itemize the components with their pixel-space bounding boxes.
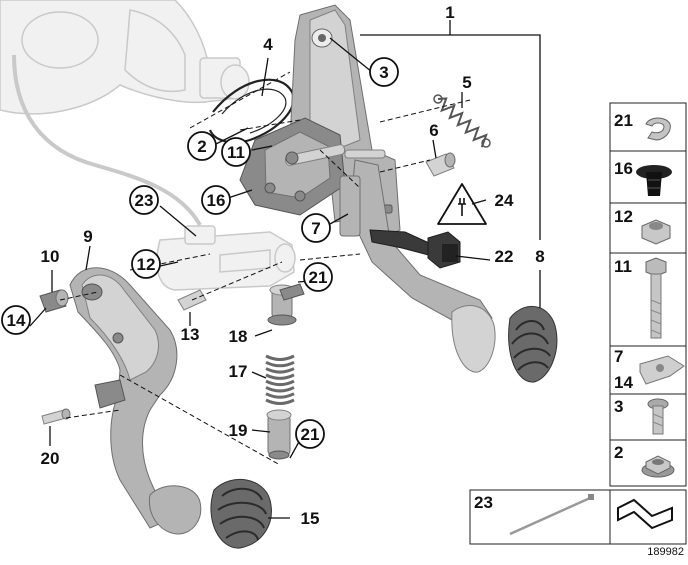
clutch-pedal [69, 267, 178, 529]
callout-circle-21 [303, 262, 333, 292]
flange-bolt-icon [647, 398, 669, 435]
callout-22: 22 [495, 247, 514, 266]
legend-label-2: 2 [614, 443, 623, 462]
callout-23: 23 [135, 191, 154, 210]
callout-16: 16 [207, 191, 226, 210]
legend-labels: 21 16 12 11 7 14 3 2 [614, 111, 633, 462]
cable-tie-callout: 23 [474, 493, 493, 512]
callout-20: 20 [41, 449, 60, 468]
callout-circle-2 [187, 131, 217, 161]
brake-booster-ghost [0, 0, 250, 226]
brake-pedal-pad [508, 306, 558, 383]
callout-17: 17 [229, 362, 248, 381]
callout-9: 9 [83, 227, 92, 246]
spring-nut-icon [639, 355, 685, 385]
callout-11: 11 [227, 143, 245, 162]
bushing [425, 152, 456, 177]
callout-7: 7 [311, 219, 320, 238]
legend-label-21: 21 [614, 111, 633, 130]
brake-light-switch [427, 231, 461, 269]
callout-circle-11 [221, 137, 251, 167]
callout-circle-21 [295, 419, 325, 449]
callout-circle-7 [301, 213, 331, 243]
callout-circle-12 [131, 249, 161, 279]
return-spring [433, 94, 491, 148]
legend-label-7: 7 [614, 347, 623, 366]
clip-icon [645, 117, 671, 141]
callout-10: 10 [41, 247, 60, 266]
pedal-pin [41, 408, 71, 425]
legend-label-11: 11 [614, 257, 632, 276]
callout-circle-3 [369, 57, 399, 87]
clutch-pedal-lower-pad [148, 485, 202, 535]
callout-14: 14 [7, 311, 26, 330]
legend-label-16: 16 [614, 159, 633, 178]
legend-label-14: 14 [614, 373, 633, 392]
clutch-master-cylinder [156, 225, 296, 291]
flange-nut-icon [641, 455, 675, 478]
expanding-rivet-icon [636, 165, 672, 196]
callout-21: 21 [301, 425, 320, 444]
clutch-pedal-pad [210, 479, 272, 549]
callout-8: 8 [535, 247, 544, 266]
hex-bolt-icon [645, 257, 667, 339]
callout-19: 19 [229, 421, 248, 440]
assist-spring [265, 354, 295, 405]
bracket-symbol-icon [617, 498, 673, 530]
callout-1: 1 [445, 3, 454, 22]
callout-12: 12 [137, 255, 156, 274]
pivot-bushing [39, 289, 69, 313]
callout-2: 2 [197, 137, 206, 156]
callout-circle-14 [1, 305, 31, 335]
callout-circle-16 [201, 185, 231, 215]
callout-3: 3 [379, 63, 388, 82]
legend-label-12: 12 [614, 207, 633, 226]
brake-pedal [339, 159, 496, 373]
clip-small [279, 283, 305, 301]
hex-nut-icon [641, 219, 671, 245]
diagram-number: 189982 [647, 546, 684, 558]
cable-tie-icon [509, 494, 594, 536]
warning-triangle-icon [437, 183, 487, 225]
spring-seat-lower [266, 409, 292, 460]
callout-6: 6 [429, 121, 438, 140]
callout-18: 18 [229, 327, 248, 346]
legend-panel [469, 102, 687, 545]
callout-21: 21 [309, 268, 328, 287]
legend-label-3: 3 [614, 397, 623, 416]
callout-5: 5 [462, 73, 471, 92]
callout-24: 24 [495, 191, 514, 210]
callout-15: 15 [301, 509, 320, 528]
callout-13: 13 [181, 325, 200, 344]
callout-circle-23 [129, 185, 159, 215]
callout-4: 4 [263, 35, 273, 54]
